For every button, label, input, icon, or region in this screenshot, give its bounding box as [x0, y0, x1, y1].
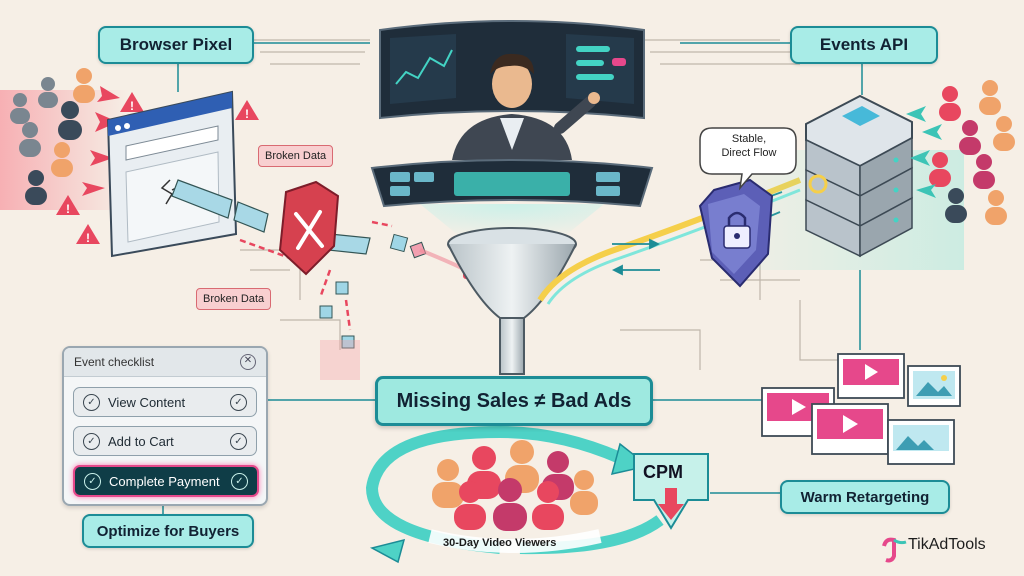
warning-icon: ! ! ! !	[56, 92, 259, 245]
video-viewers-label: 30-Day Video Viewers	[443, 537, 557, 549]
check-icon: ✓	[83, 432, 100, 450]
brand-logo	[882, 537, 907, 563]
stable-flow-line-2: Direct Flow	[721, 147, 777, 159]
cpm-label: CPM	[643, 462, 683, 482]
shield-icon	[278, 180, 340, 276]
check-icon: ✓	[231, 472, 248, 490]
events-api-label: Events API	[790, 26, 938, 64]
cloud-icon	[699, 127, 797, 191]
sales-funnel	[447, 227, 577, 375]
broken-data-label: Broken Data	[258, 145, 334, 167]
checklist-item-complete-payment[interactable]: ✓ Complete Payment ✓	[73, 465, 259, 497]
broken-pipe	[171, 179, 427, 349]
svg-text:!: !	[245, 107, 249, 121]
stable-flow-line-1: Stable,	[731, 133, 767, 145]
viewer-crowd	[432, 440, 598, 531]
optimize-for-buyers-label: Optimize for Buyers	[82, 514, 254, 548]
checklist-item-view-content[interactable]: ✓ View Content ✓	[73, 387, 257, 417]
warm-retargeting-label: Warm Retargeting	[780, 480, 950, 514]
left-arrows	[82, 86, 120, 196]
browser-pixel-label: Browser Pixel	[98, 26, 254, 64]
brand-name: TikAdTools	[880, 536, 986, 554]
server-stack	[805, 94, 913, 258]
checklist-item-label: Complete Payment	[109, 473, 220, 489]
play-icon	[843, 415, 858, 433]
checklist-item-label: View Content	[108, 394, 186, 410]
check-icon: ✓	[230, 393, 247, 411]
broken-data-label-2: Broken Data	[196, 288, 272, 310]
right-audience	[929, 80, 1015, 225]
analyst-station	[370, 20, 654, 208]
play-icon	[792, 399, 806, 415]
check-icon: ✓	[230, 432, 247, 450]
broken-flow-arrows	[239, 220, 393, 331]
cpm-down-arrow	[633, 453, 709, 530]
svg-text:!: !	[86, 231, 90, 245]
checklist-item-add-to-cart[interactable]: ✓ Add to Cart ✓	[73, 426, 257, 456]
right-arrows	[906, 106, 942, 198]
brand-text: TikAdTools	[908, 536, 986, 553]
check-icon: ✓	[83, 393, 100, 411]
image-icon	[896, 436, 934, 450]
check-icon: ✓	[84, 472, 101, 490]
event-checklist-panel: Event checklist ✕ ✓ View Content ✓ ✓ Add…	[62, 346, 268, 506]
checklist-header: Event checklist ✕	[64, 348, 266, 377]
retargeting-ads	[761, 353, 961, 465]
close-icon[interactable]: ✕	[240, 354, 256, 370]
svg-text:!: !	[130, 99, 134, 113]
checklist-title: Event checklist	[74, 355, 155, 369]
browser-window	[106, 90, 238, 258]
checklist-item-label: Add to Cart	[108, 433, 174, 449]
play-icon	[865, 364, 878, 380]
stable-flow-label: Stable, Direct Flow	[702, 132, 796, 160]
left-audience	[10, 68, 95, 205]
main-message-banner: Missing Sales ≠ Bad Ads	[375, 376, 653, 426]
svg-text:!: !	[66, 202, 70, 216]
lock-icon	[698, 178, 774, 288]
image-icon	[916, 382, 952, 396]
viewer-loop	[365, 425, 664, 564]
